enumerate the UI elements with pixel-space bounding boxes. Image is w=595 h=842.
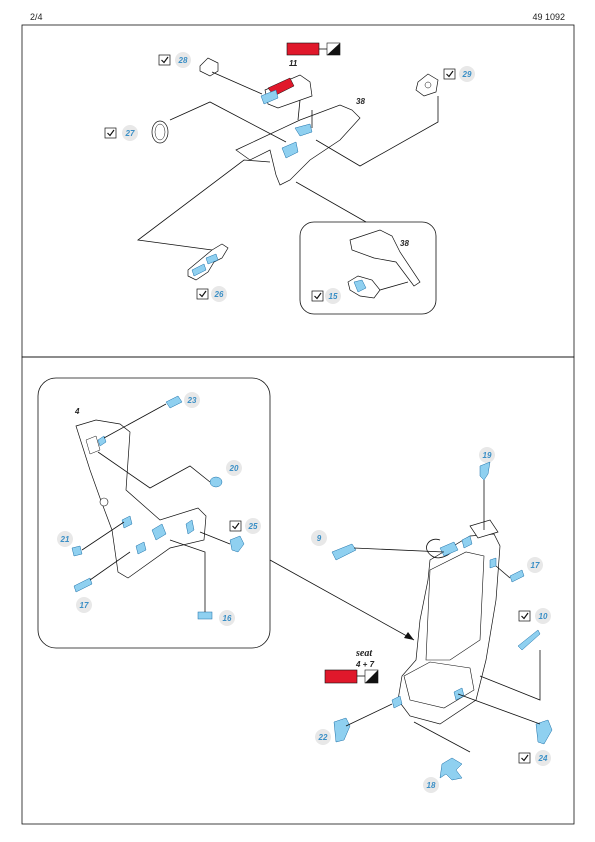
part-number: 28 <box>178 56 188 65</box>
part-badge <box>535 608 551 624</box>
inset-ref-38: 38 <box>400 239 409 248</box>
part-17-shape <box>509 569 525 583</box>
ejection-seat <box>391 519 501 753</box>
inset-38: 38 15 <box>295 181 437 315</box>
part-badge <box>245 518 261 534</box>
part-number: 21 <box>60 535 70 544</box>
part-20-shape <box>209 476 223 488</box>
page-number: 2/4 <box>30 12 43 22</box>
part-badge <box>211 286 227 302</box>
part-number: 16 <box>223 614 232 623</box>
seat-body <box>397 533 501 725</box>
part-10-shape <box>517 629 541 651</box>
part-number: 17 <box>531 561 540 570</box>
part-28-shape <box>199 57 219 77</box>
check-icon <box>518 752 531 764</box>
top-section-frame <box>21 24 575 358</box>
part-badge <box>311 530 327 546</box>
seat-refs: 4 + 7 <box>355 660 375 669</box>
part-number: 27 <box>125 129 135 138</box>
part-badge <box>315 729 331 745</box>
part-16-shape <box>197 611 213 620</box>
check-icon <box>229 520 242 532</box>
paint-callout-11: 11 <box>286 42 341 68</box>
part-25-shape <box>229 535 245 553</box>
assembly-ref-38: 38 <box>356 97 365 106</box>
part-badge <box>76 597 92 613</box>
part-callout-10: 10 <box>479 608 551 701</box>
part-badge <box>535 750 551 766</box>
part-number: 9 <box>317 534 322 543</box>
part-number: 19 <box>483 451 492 460</box>
part-number: 17 <box>80 601 89 610</box>
part-number: 23 <box>187 396 197 405</box>
part-callout-26: 26 <box>136 159 271 302</box>
split-square-icon <box>326 42 341 56</box>
part-callout-9: 9 <box>311 530 445 561</box>
part-callout-27: 27 <box>104 101 287 144</box>
check-icon <box>196 288 209 300</box>
inset-4: 4 23 20 21 25 <box>37 377 415 649</box>
check-icon <box>104 127 117 139</box>
part-number: 18 <box>427 781 436 790</box>
part-number: 22 <box>318 733 328 742</box>
part-callout-19: 19 <box>479 447 495 530</box>
part-callout-18: 18 <box>423 757 463 793</box>
part-callout-22: 22 <box>315 703 393 745</box>
part-19-shape <box>479 461 491 481</box>
part-23-shape <box>165 395 183 409</box>
part-badge <box>175 52 191 68</box>
part-badge <box>226 460 242 476</box>
part-number: 10 <box>539 612 548 621</box>
part-22-shape <box>333 717 351 743</box>
part-badge <box>479 447 495 463</box>
seat-label: seat <box>355 648 373 659</box>
part-badge <box>325 288 341 304</box>
check-icon <box>311 290 324 302</box>
part-24-shape <box>535 719 553 745</box>
part-callout-29: 29 <box>315 66 475 167</box>
paint-ref-label: 11 <box>289 59 298 68</box>
part-callout-17: 17 <box>495 557 543 583</box>
seat-paint-callout: seat 4 + 7 <box>324 648 379 684</box>
part-number: 24 <box>538 754 548 763</box>
check-icon <box>518 610 531 622</box>
part-badge <box>219 610 235 626</box>
seat-side-frame <box>75 419 207 579</box>
part-number: 26 <box>214 290 224 299</box>
bottom-section-frame <box>21 356 575 825</box>
part-9-shape <box>331 543 357 561</box>
paint-swatch-icon <box>324 669 358 684</box>
part-number: 20 <box>229 464 239 473</box>
part-badge <box>57 531 73 547</box>
inset-ref-4: 4 <box>74 407 80 416</box>
part-badge <box>527 557 543 573</box>
part-number: 29 <box>462 70 472 79</box>
part-18-shape <box>439 757 463 781</box>
part-callout-28: 28 <box>158 52 263 95</box>
part-21-shape <box>71 545 83 557</box>
part-badge <box>122 125 138 141</box>
part-callout-24: 24 <box>457 693 553 766</box>
catalog-number: 49 1092 <box>532 12 565 22</box>
check-icon <box>158 54 171 66</box>
paint-swatch-icon <box>286 42 320 56</box>
part-number: 15 <box>329 292 338 301</box>
part-badge <box>459 66 475 82</box>
sill-assembly: 38 <box>235 74 365 186</box>
check-icon <box>443 68 456 80</box>
part-27-shape <box>151 120 169 144</box>
split-square-icon <box>364 669 379 684</box>
part-17-shape <box>73 577 93 593</box>
part-badge <box>423 777 439 793</box>
part-number: 25 <box>248 522 258 531</box>
part-badge <box>184 392 200 408</box>
